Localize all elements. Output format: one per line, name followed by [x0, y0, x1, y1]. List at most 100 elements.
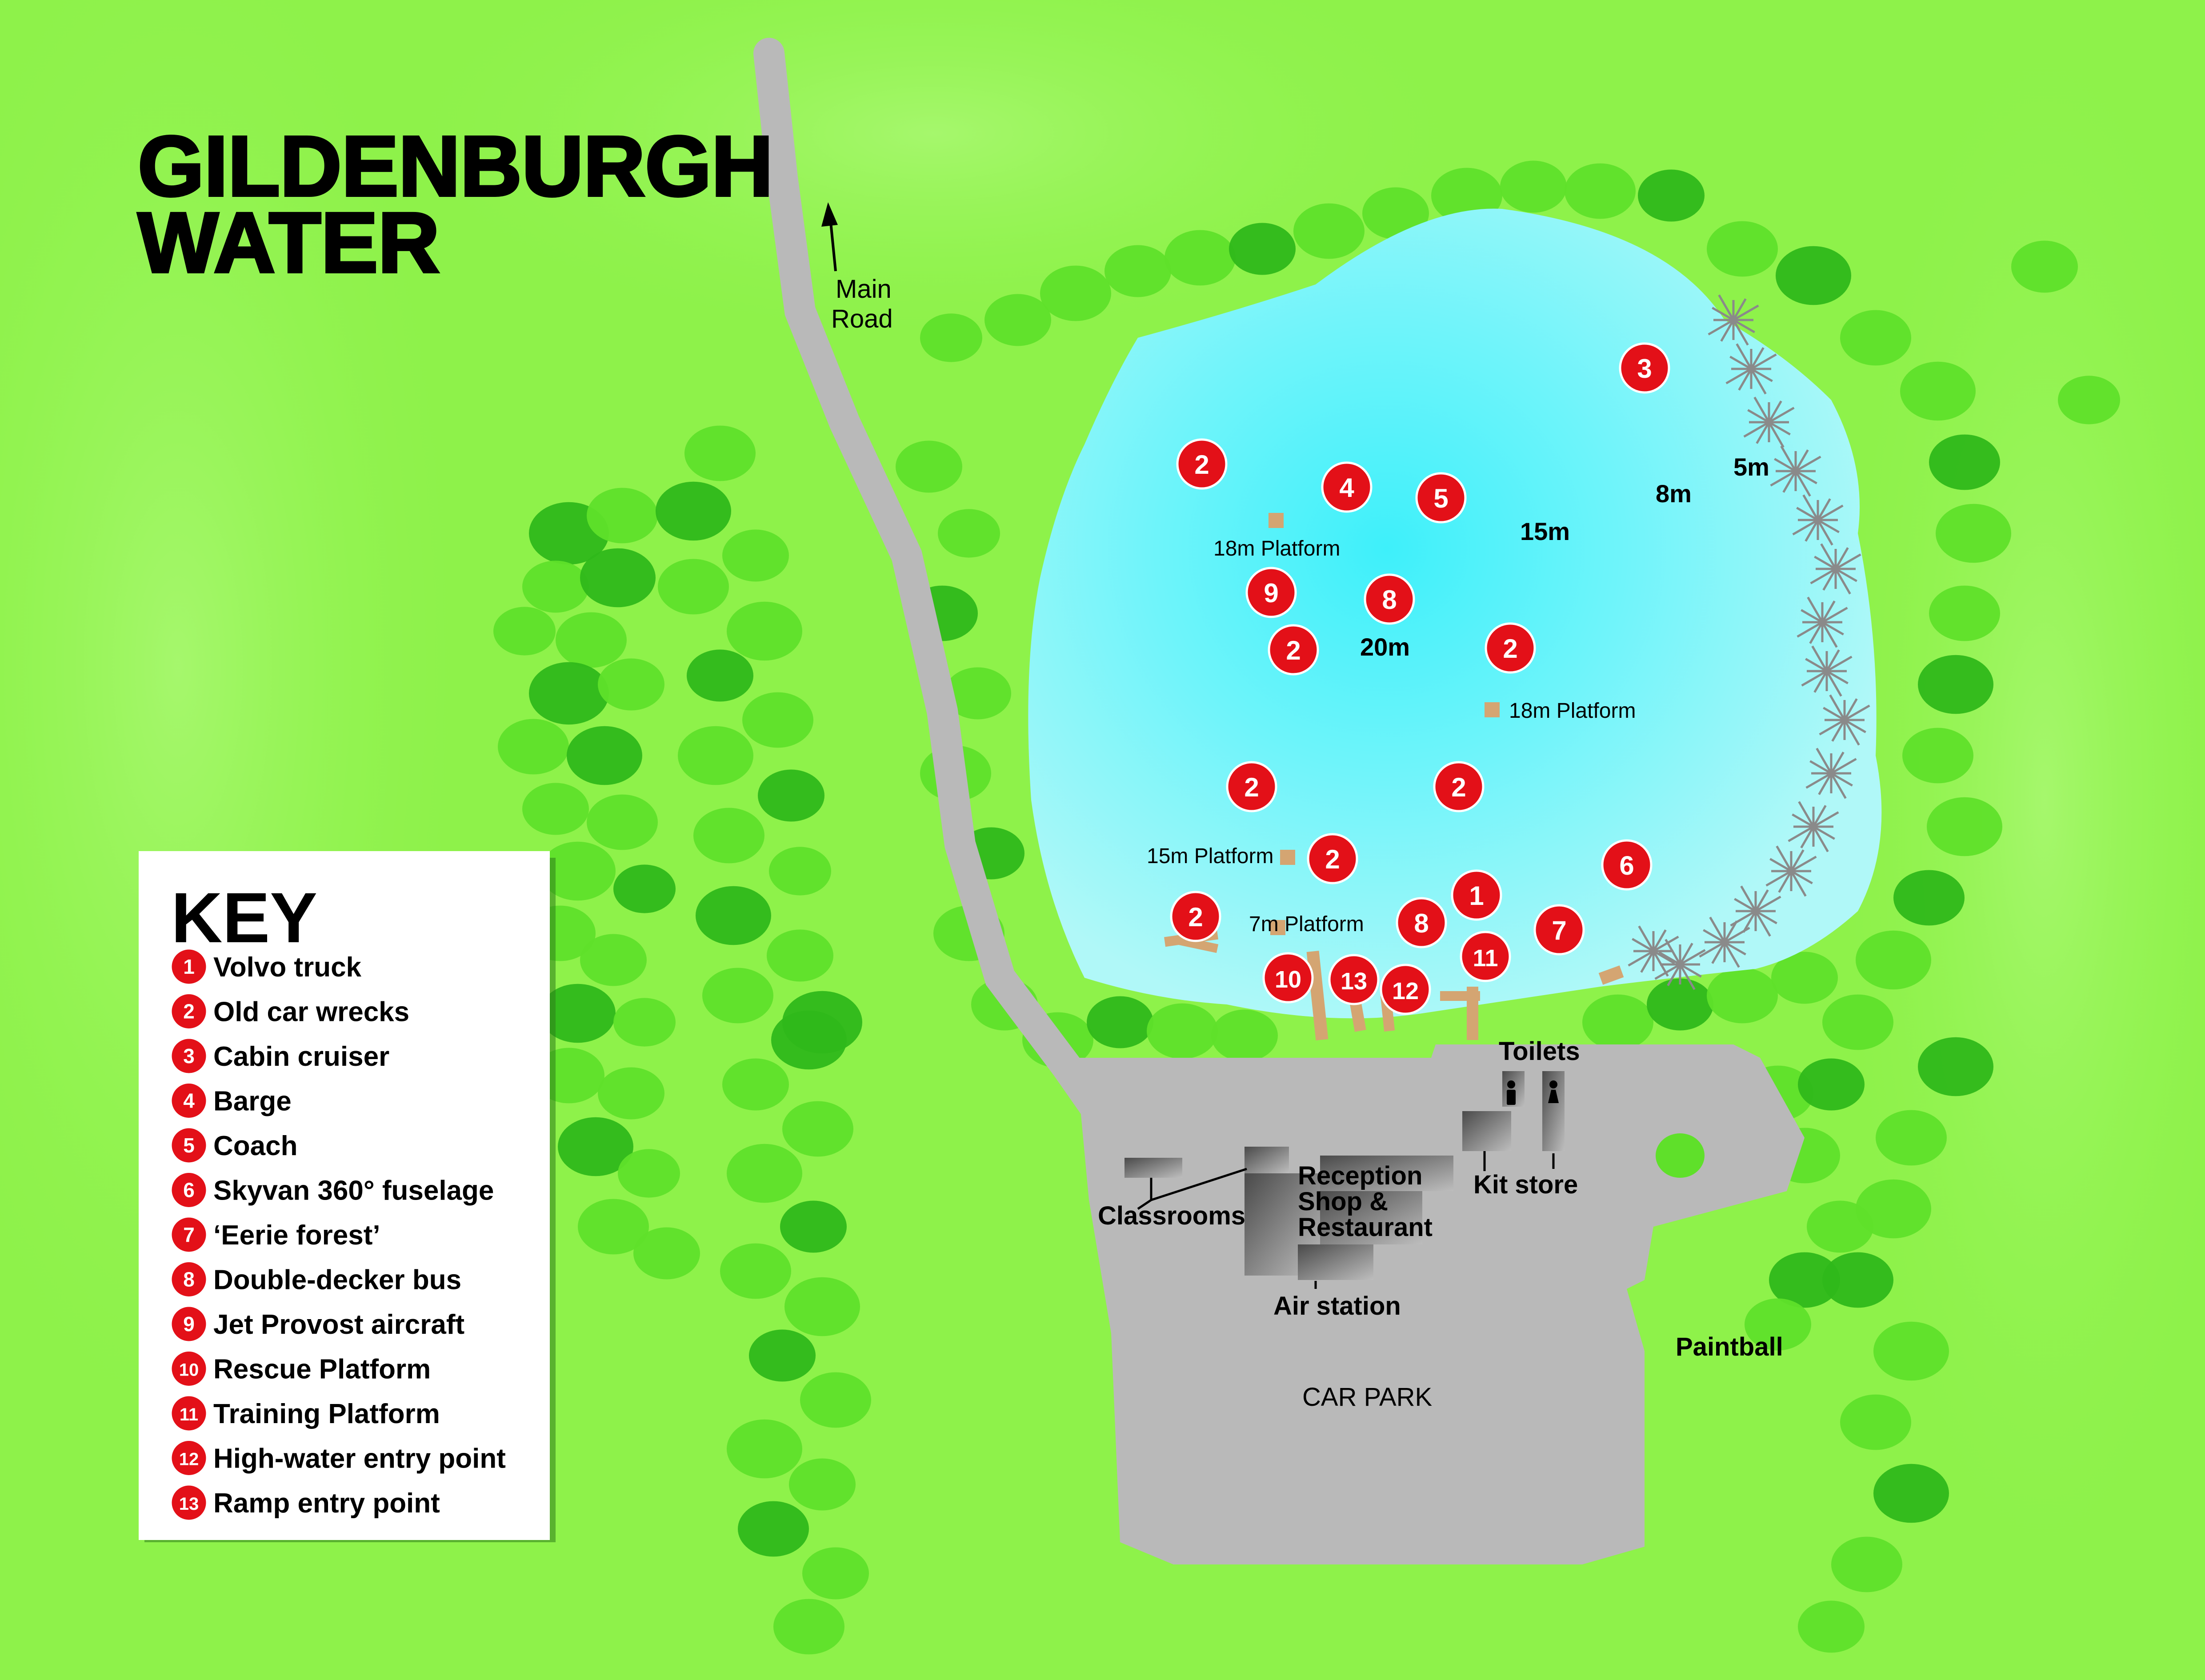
- wreck-marker: 6: [1601, 839, 1653, 891]
- bare-tree-icon: [1819, 694, 1870, 746]
- marker-number: 2: [1244, 772, 1259, 802]
- female-toilet-icon: [1548, 1080, 1559, 1103]
- tree-cluster: [529, 662, 609, 725]
- tree-cluster: [540, 841, 616, 901]
- tree-cluster: [1040, 265, 1111, 321]
- wreck-marker: 9: [1245, 567, 1297, 618]
- key-item-number: 4: [183, 1089, 195, 1112]
- key-item-number: 5: [183, 1134, 195, 1157]
- key-item-number: 8: [183, 1268, 195, 1291]
- map-title-line1: GILDENBURGH: [138, 118, 773, 214]
- bare-tree-icon: [1708, 294, 1759, 346]
- key-item-label: High-water entry point: [213, 1444, 506, 1474]
- key-item-number: 10: [179, 1360, 199, 1380]
- lake: [1028, 208, 1882, 1019]
- bare-tree-icon: [1743, 396, 1795, 448]
- depth-label: 15m: [1520, 517, 1570, 545]
- wreck-marker: 5: [1415, 472, 1467, 524]
- bare-tree-icon: [1801, 645, 1853, 697]
- paintball-label: Paintball: [1676, 1332, 1783, 1361]
- tree-cluster: [558, 1117, 633, 1176]
- wreck-marker: 3: [1619, 342, 1670, 394]
- platform-15m-marker: [1280, 850, 1295, 865]
- tree-cluster: [2058, 376, 2120, 424]
- key-item-number: 7: [183, 1223, 195, 1246]
- marker-number: 4: [1339, 473, 1354, 503]
- tree-cluster: [687, 649, 753, 702]
- tree-cluster: [493, 607, 556, 656]
- tree-cluster: [782, 1101, 853, 1157]
- marker-number: 13: [1341, 968, 1367, 995]
- tree-cluster: [567, 726, 642, 785]
- marker-number: 10: [1275, 966, 1301, 993]
- tree-cluster: [920, 313, 982, 362]
- bare-tree-icon: [1788, 801, 1839, 852]
- key-item: 8 Double-decker bus: [170, 1261, 461, 1298]
- bare-tree-icon: [1810, 543, 1861, 595]
- key-heading: KEY: [171, 878, 317, 957]
- tree-cluster: [578, 1199, 649, 1255]
- wreck-marker: 12: [1380, 964, 1431, 1015]
- tree-cluster: [658, 559, 729, 615]
- tree-cluster: [613, 864, 676, 913]
- reception-label: Reception: [1298, 1161, 1422, 1190]
- tree-cluster: [1840, 310, 1911, 366]
- tree-cluster: [656, 481, 731, 541]
- wreck-marker: 2: [1485, 622, 1536, 674]
- key-item: 3 Cabin cruiser: [170, 1037, 389, 1075]
- tree-cluster: [633, 1227, 700, 1280]
- key-item-label: Cabin cruiser: [213, 1041, 389, 1072]
- tree-cluster: [1707, 968, 1778, 1024]
- platform-label: 18m Platform: [1509, 699, 1636, 723]
- tree-cluster: [727, 601, 802, 661]
- key-item-number: 9: [183, 1312, 195, 1336]
- tree-cluster: [587, 794, 658, 850]
- toilets-label: Toilets: [1499, 1037, 1580, 1066]
- tree-cluster: [1929, 434, 2000, 490]
- tree-cluster: [498, 719, 569, 775]
- car-park-label: CAR PARK: [1302, 1383, 1433, 1412]
- key-item-label: Jet Provost aircraft: [213, 1309, 464, 1340]
- wreck-marker: 2: [1170, 891, 1221, 942]
- male-toilet-icon: [1507, 1080, 1516, 1105]
- main-road: [753, 38, 1113, 1127]
- kit-store-building: [1462, 1111, 1511, 1151]
- wreck-marker: 2: [1268, 624, 1319, 676]
- key-item-number: 6: [183, 1179, 195, 1202]
- marker-number: 12: [1392, 978, 1419, 1004]
- tree-cluster: [1856, 1179, 1931, 1239]
- tree-cluster: [722, 529, 789, 582]
- bare-tree-icon: [1805, 748, 1857, 799]
- tree-cluster: [784, 1277, 860, 1336]
- tree-cluster: [618, 1149, 680, 1198]
- marker-number: 8: [1414, 908, 1429, 938]
- marker-number: 2: [1188, 902, 1203, 932]
- tree-cluster: [684, 425, 756, 481]
- tree-cluster: [1927, 797, 2002, 856]
- tree-cluster: [767, 929, 833, 982]
- tree-cluster: [1147, 1003, 1218, 1059]
- reception-building: [1245, 1147, 1289, 1173]
- main-road-label: Main: [836, 275, 892, 304]
- tree-cluster: [1087, 996, 1153, 1048]
- bare-tree-icon: [1765, 845, 1817, 897]
- reception-label: Shop &: [1298, 1187, 1388, 1216]
- main-road-arrow: [821, 202, 838, 272]
- tree-cluster: [938, 509, 1000, 558]
- tree-cluster: [1822, 1252, 1893, 1308]
- tree-cluster: [1873, 1321, 1949, 1381]
- tree-cluster: [1831, 1536, 1902, 1592]
- tree-cluster: [1936, 504, 2011, 563]
- tree-cluster: [1893, 870, 1965, 926]
- tree-island: [1656, 1133, 1705, 1178]
- key-item-number: 3: [183, 1044, 195, 1068]
- tree-clusters: [493, 160, 2120, 1655]
- key-item-label: Double-decker bus: [213, 1265, 461, 1296]
